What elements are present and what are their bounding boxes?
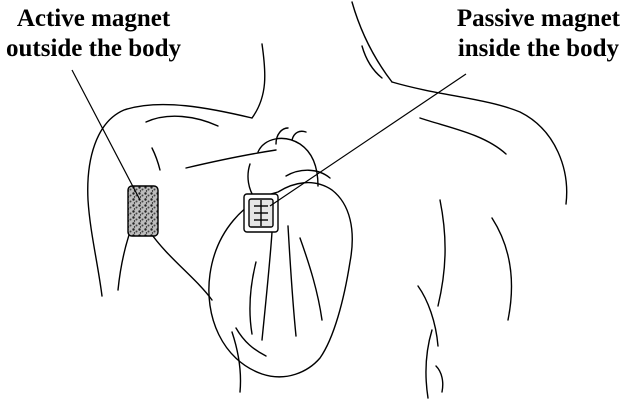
left-chest-outline <box>150 232 212 300</box>
coronary-vessel-4 <box>250 262 256 334</box>
heart-outline <box>209 183 352 377</box>
right-upper-arm <box>438 200 445 306</box>
right-lower-mark <box>436 366 443 392</box>
pulmonary-artery <box>286 170 330 178</box>
left-clavicle-notch <box>152 148 160 170</box>
active-magnet-leader-line <box>72 70 140 200</box>
coronary-vessel-2 <box>288 226 296 336</box>
aorta-branch-2 <box>292 131 306 140</box>
right-armpit <box>418 286 438 346</box>
left-arm-inner <box>118 232 130 290</box>
left-clavicle <box>186 150 276 168</box>
aorta-branch-1 <box>276 128 288 144</box>
left-shoulder-outline <box>88 105 252 296</box>
right-lower-torso <box>426 330 432 398</box>
right-shoulder-outline <box>392 82 567 204</box>
right-arm-outer <box>492 218 511 320</box>
aorta-arch <box>258 138 318 186</box>
left-shoulder-top <box>146 116 218 126</box>
coronary-vessel-3 <box>300 238 322 320</box>
neck-left-outline <box>252 44 265 118</box>
neck-right-outline <box>352 2 392 82</box>
passive-magnet <box>244 194 278 232</box>
passive-magnet-leader-line <box>270 74 466 206</box>
right-clavicle <box>420 118 506 154</box>
active-magnet <box>128 186 158 236</box>
coronary-vessel-1 <box>262 232 272 340</box>
heart-apex-vessel <box>236 328 266 356</box>
